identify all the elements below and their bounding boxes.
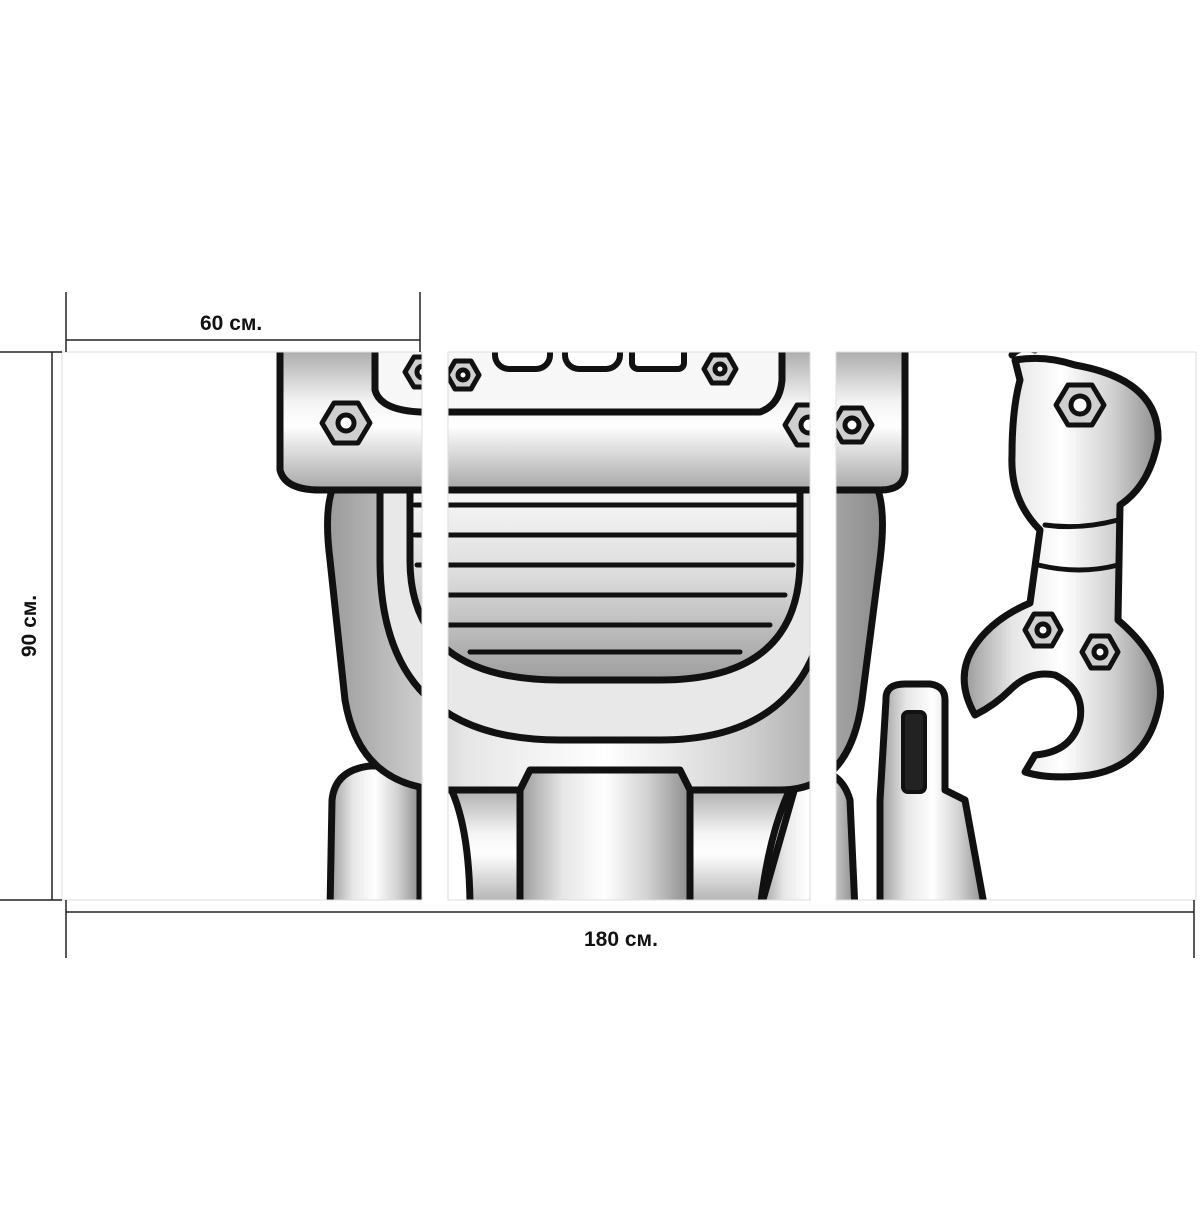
panel-3 <box>835 351 1197 901</box>
total-width-label: 180 см. <box>584 928 658 951</box>
canvas-panels <box>61 351 1197 901</box>
panel-width-label: 60 см. <box>200 312 263 335</box>
panel-2 <box>447 351 811 901</box>
dimension-lines <box>0 292 1195 958</box>
robot-chest-plate <box>516 766 694 900</box>
panel-1 <box>61 351 423 901</box>
robot-handle <box>876 680 987 900</box>
height-label: 90 см. <box>18 594 41 658</box>
robot-belly <box>406 466 804 684</box>
robot-left-leg <box>326 762 424 900</box>
panel-gap-1 <box>422 340 448 910</box>
panel-gap-2 <box>810 340 836 910</box>
robot-display <box>492 352 687 372</box>
